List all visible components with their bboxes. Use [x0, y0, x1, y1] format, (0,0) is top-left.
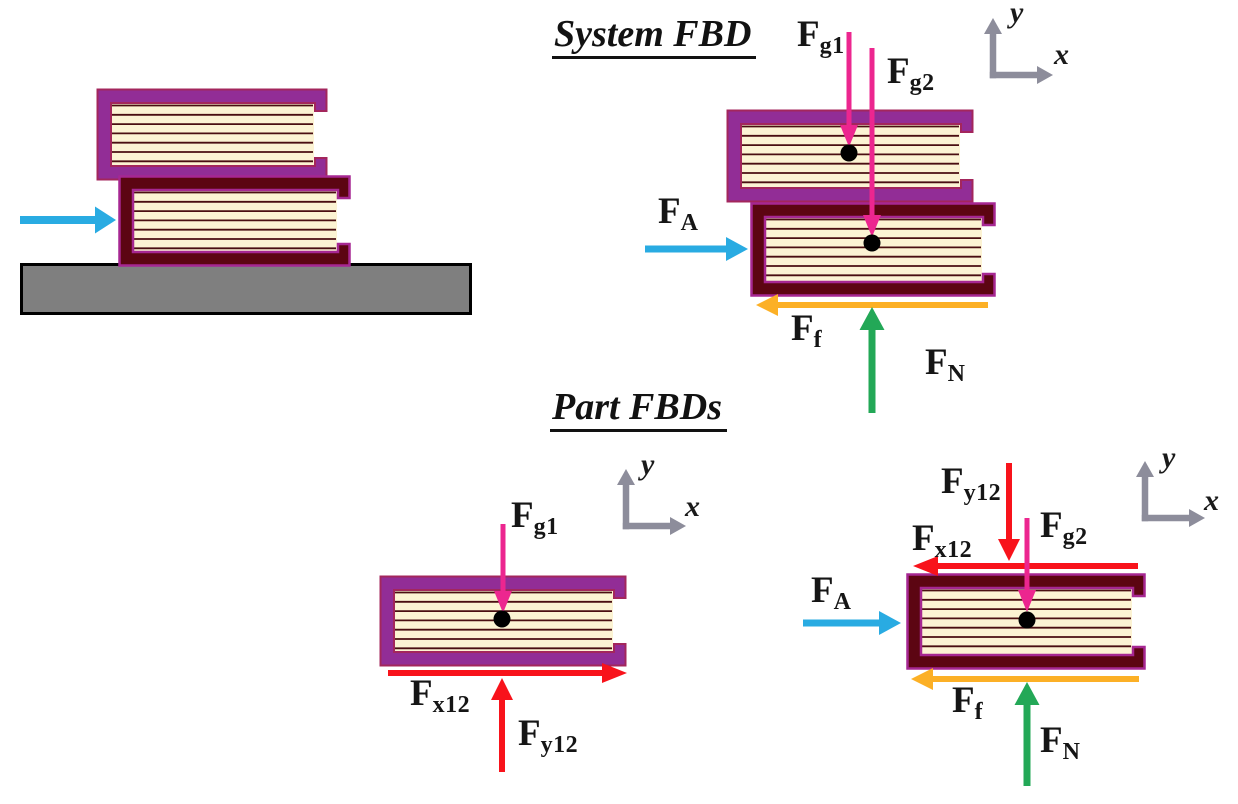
part2-fg2-arrow — [1018, 518, 1036, 612]
system-axes-y-arrow — [984, 18, 1002, 79]
part2-fa-label: FA — [811, 570, 852, 615]
part1-fg1-arrow — [494, 524, 512, 613]
part2-axes-x-label: x — [1204, 484, 1219, 517]
book-cover — [906, 573, 1146, 670]
part1-axes-y-label: y — [641, 448, 655, 481]
system-com-dot-2 — [863, 234, 881, 252]
book-pages — [111, 103, 314, 166]
part2-fn-arrow — [1014, 682, 1040, 786]
system-ff-arrow — [756, 294, 988, 316]
book-cover — [750, 202, 996, 297]
part2-fy12-arrow — [998, 463, 1020, 561]
book-cover — [726, 109, 974, 203]
part1-com-dot — [493, 610, 511, 628]
system-fg1-label: Fg1 — [797, 14, 845, 59]
illustration-push-arrow — [20, 206, 116, 234]
system-fa-label: FA — [658, 191, 699, 236]
part1-axes-x-arrow — [622, 517, 686, 535]
system-com-dot-1 — [840, 144, 858, 162]
system-axes-x-label: x — [1054, 38, 1069, 71]
part1-fx12-label: Fx12 — [410, 673, 471, 718]
part2-com-dot — [1018, 611, 1036, 629]
system-fn-label: FN — [925, 342, 966, 387]
system-fa-arrow — [645, 237, 748, 261]
system-ff-label: Ff — [791, 308, 823, 353]
system-fn-arrow — [859, 307, 885, 413]
system-fg1-arrow — [840, 32, 858, 147]
system-fbd-title: System FBD — [552, 15, 757, 59]
system-fg2-arrow — [863, 48, 881, 237]
illustration-book-bottom — [118, 175, 351, 267]
system-fg2-label: Fg2 — [887, 51, 935, 96]
part2-fn-label: FN — [1040, 720, 1081, 765]
part2-fa-arrow — [803, 611, 901, 635]
book-cover — [379, 575, 627, 667]
part2-fx12-arrow — [913, 556, 1138, 576]
part2-fy12-label: Fy12 — [941, 461, 1002, 506]
part1-fy12-arrow — [491, 678, 513, 772]
part-fbds-title: Part FBDs — [550, 388, 727, 432]
illustration-book-top — [96, 88, 328, 181]
system-axes-x-arrow — [989, 66, 1053, 84]
system-axes-y-label: y — [1010, 0, 1024, 29]
part2-book-bottom — [906, 573, 1146, 670]
table-surface — [20, 263, 472, 315]
book-cover — [118, 175, 351, 267]
part1-fg1-label: Fg1 — [511, 495, 559, 540]
part1-axes-y-arrow — [617, 469, 635, 530]
part2-ff-arrow — [911, 668, 1139, 690]
part2-axes-y-arrow — [1136, 461, 1154, 522]
part1-fx12-arrow — [388, 663, 627, 683]
part1-axes-x-label: x — [685, 490, 700, 523]
part2-fg2-label: Fg2 — [1040, 505, 1088, 550]
part2-axes-y-label: y — [1162, 441, 1176, 474]
part2-fx12-label: Fx12 — [912, 518, 973, 563]
part2-ff-label: Ff — [952, 680, 984, 725]
part1-fy12-label: Fy12 — [518, 713, 579, 758]
part2-axes-x-arrow — [1141, 509, 1205, 527]
